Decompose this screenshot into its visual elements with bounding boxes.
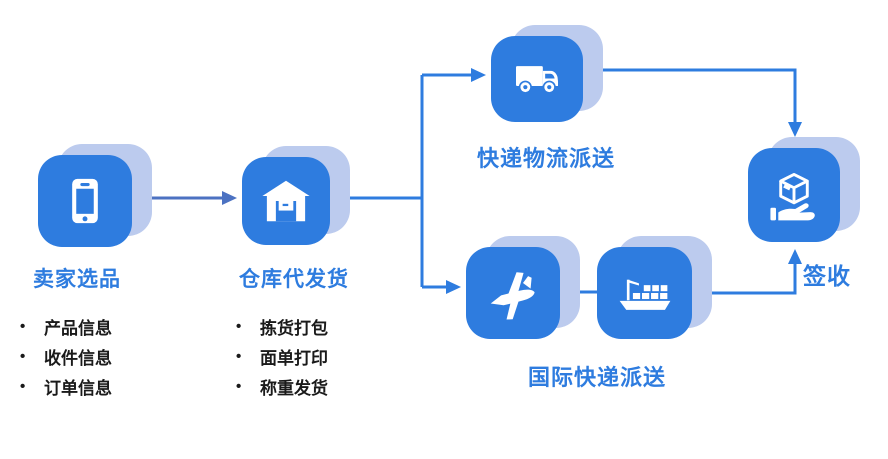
bullet-marker: •: [20, 317, 26, 335]
bullet-marker: •: [236, 347, 242, 365]
warehouse-label: 仓库代发货: [239, 268, 349, 291]
truck-icon: [516, 66, 558, 94]
receipt-node: [748, 148, 840, 242]
bullet-text: 称重发货: [260, 378, 328, 398]
arrow-ship-to-receipt: [698, 249, 802, 295]
bullet-text: 面单打印: [260, 348, 328, 368]
express-delivery-label: 快递物流派送: [477, 146, 616, 171]
list-item: • 拣货打包: [236, 311, 328, 341]
bullet-text: 拣货打包: [260, 318, 328, 338]
plane-icon: [490, 272, 535, 320]
list-item: • 订单信息: [20, 371, 112, 401]
list-item: • 收件信息: [20, 341, 112, 371]
list-item: • 面单打印: [236, 341, 328, 371]
phone-icon: [72, 178, 98, 224]
list-item: • 产品信息: [20, 311, 112, 341]
seller-bullet-list: • 产品信息 • 收件信息 • 订单信息: [20, 311, 112, 401]
warehouse-bullet-list: • 拣货打包 • 面单打印 • 称重发货: [236, 311, 328, 401]
international-ship-node: [597, 247, 692, 339]
bullet-marker: •: [20, 377, 26, 395]
international-delivery-label: 国际快递派送: [528, 365, 667, 390]
express-delivery-node: [491, 36, 583, 122]
ship-icon: [619, 279, 670, 310]
seller-label: 卖家选品: [33, 268, 121, 291]
arrow-truck-to-receipt: [598, 68, 802, 137]
bullet-text: 收件信息: [44, 348, 112, 368]
receipt-label: 签收: [803, 263, 851, 289]
warehouse-icon: [262, 180, 310, 222]
bullet-text: 订单信息: [44, 378, 112, 398]
bullet-text: 产品信息: [44, 318, 112, 338]
seller-node: [38, 155, 132, 247]
bullet-marker: •: [236, 377, 242, 395]
hand-box-icon: [770, 173, 815, 221]
international-plane-node: [466, 247, 560, 339]
bullet-marker: •: [20, 347, 26, 365]
list-item: • 称重发货: [236, 371, 328, 401]
bullet-marker: •: [236, 317, 242, 335]
warehouse-node: [242, 157, 330, 245]
